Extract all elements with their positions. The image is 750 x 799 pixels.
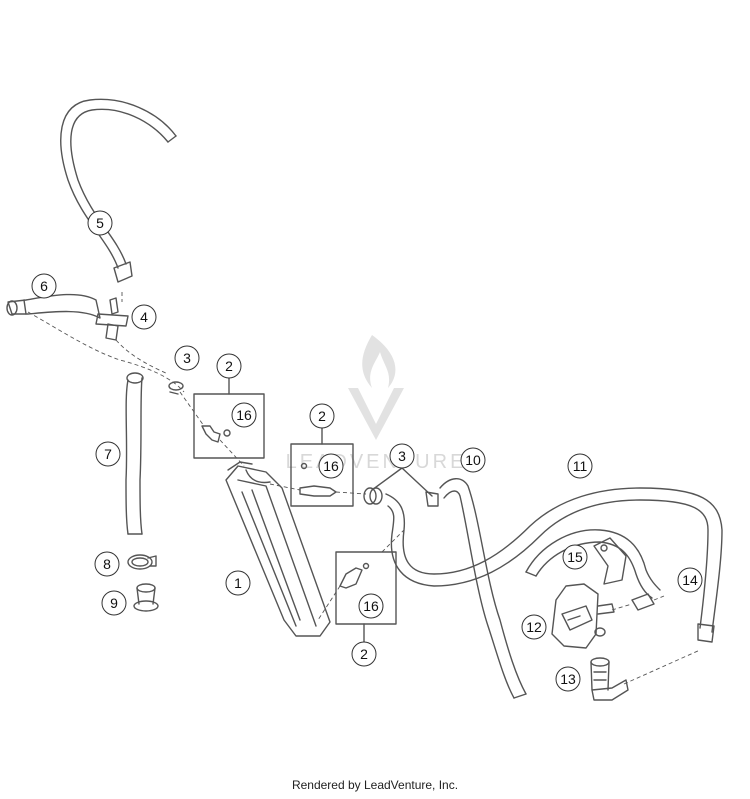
part-2-box-bottom [335,551,397,643]
leadventure-flame-logo [348,335,404,440]
svg-text:2: 2 [318,408,326,424]
callout-11: 11 [567,453,593,479]
svg-text:8: 8 [103,556,111,572]
callout-2-bottom: 2 [351,641,377,667]
svg-text:11: 11 [573,458,588,474]
part-10-11-hose [385,478,723,699]
svg-text:15: 15 [567,549,583,565]
part-9-plug [133,583,159,612]
callout-6: 6 [31,273,57,299]
svg-text:13: 13 [560,671,576,687]
callout-2-top: 2 [216,353,242,379]
part-4-t-fitting [95,297,129,341]
callout-16-bottom: 16 [358,593,384,619]
svg-text:9: 9 [110,595,118,611]
part-14-hose [631,593,655,611]
part-13-fitting [590,657,629,701]
callout-9: 9 [101,590,127,616]
callout-1: 1 [225,570,251,596]
callout-3-left: 3 [174,345,200,371]
watermark-text: LEADVENTURE [286,451,467,473]
callout-3-middle: 3 [389,443,415,469]
callout-7: 7 [95,441,121,467]
callout-15: 15 [562,544,588,570]
callout-10: 10 [460,447,486,473]
svg-text:16: 16 [236,407,252,423]
callout-2-middle: 2 [309,403,335,429]
callout-8: 8 [94,551,120,577]
svg-text:3: 3 [398,448,406,464]
part-7-hose [125,372,144,535]
callout-14: 14 [677,567,703,593]
callout-16-middle: 16 [318,453,344,479]
svg-text:1: 1 [234,575,242,591]
svg-text:10: 10 [465,452,481,468]
footer-credit: Rendered by LeadVenture, Inc. [291,778,459,792]
callout-4: 4 [131,304,157,330]
svg-text:14: 14 [682,572,698,588]
svg-text:7: 7 [104,446,112,462]
part-3-clamp-middle [363,467,439,507]
callout-5: 5 [87,210,113,236]
svg-text:2: 2 [360,646,368,662]
assembly-lines [27,292,701,685]
svg-text:6: 6 [40,278,48,294]
part-12-purge-valve [551,583,615,649]
svg-text:16: 16 [323,458,339,474]
part-5-hose [60,98,177,283]
svg-text:12: 12 [526,619,542,635]
callouts: 1 2 2 2 3 3 4 5 [31,210,703,692]
watermark: LEADVENTURE [286,335,467,473]
svg-text:2: 2 [225,358,233,374]
svg-text:4: 4 [140,309,148,325]
callout-16-top: 16 [231,402,257,428]
part-8-clamp [127,554,157,570]
part-15-hose [525,529,661,599]
callout-13: 13 [555,666,581,692]
part-3-clamp-left [168,381,184,395]
svg-text:5: 5 [96,215,104,231]
part-1-canister [225,461,331,637]
svg-text:16: 16 [363,598,379,614]
part-6-elbow-hose [6,293,101,319]
part-2-box-top [193,377,265,459]
part-2-box-middle [290,427,354,507]
callout-12: 12 [521,614,547,640]
svg-text:3: 3 [183,350,191,366]
